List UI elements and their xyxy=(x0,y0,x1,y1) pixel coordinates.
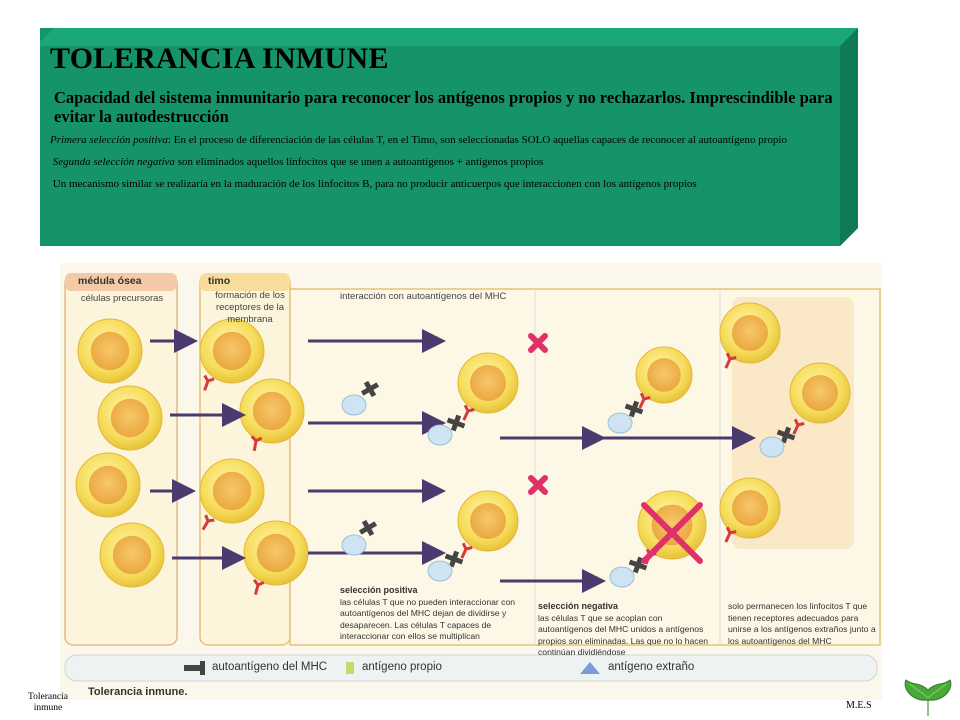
thymus-tab xyxy=(200,273,290,291)
thymus-label: timo xyxy=(208,275,231,287)
bone-marrow-tab xyxy=(65,273,177,291)
negative-selection-label: Segunda selección negativa xyxy=(52,156,175,168)
cross-icon xyxy=(528,333,548,353)
lymphocyte-cell xyxy=(239,378,305,444)
footer-right: M.E.S xyxy=(846,700,872,711)
negative-selection-text: son eliminados aquellos linfocitos que s… xyxy=(174,156,544,168)
mhc-icon xyxy=(444,550,464,568)
presenting-cell xyxy=(759,436,785,458)
paragraph-negative-selection: Segunda selección negativa son eliminado… xyxy=(50,154,840,170)
legend-self: antígeno propio xyxy=(362,661,442,673)
lymphocyte-cell xyxy=(457,352,519,414)
interaction-label: interacción con autoantígenos del MHC xyxy=(340,291,507,302)
lymphocyte-cell xyxy=(637,490,707,560)
mhc-icon xyxy=(360,380,380,398)
positive-selection-caption-title: selección positiva xyxy=(340,585,418,595)
presenting-cell xyxy=(607,412,633,434)
receptor-icon xyxy=(638,392,651,409)
slide-lead: Capacidad del sistema inmunitario para r… xyxy=(54,88,833,126)
final-caption: solo permanecen los linfocitos T que tie… xyxy=(728,601,876,646)
legend-mhc-symbol xyxy=(184,665,202,671)
b-cells-text: Un mecanismo similar se realizaría en la… xyxy=(52,178,697,190)
title-card-shape xyxy=(40,28,858,246)
figure-drawing xyxy=(64,273,881,682)
positive-selection-label: Primera selección positiva xyxy=(50,134,168,146)
mhc-icon xyxy=(358,519,378,537)
precursor-label: células precursoras xyxy=(80,293,164,304)
lymphocyte-cell xyxy=(77,318,143,384)
lymphocyte-cell xyxy=(457,490,519,552)
receptor-icon xyxy=(724,526,737,543)
title-card: TOLERANCIA INMUNE Capacidad del sistema … xyxy=(40,28,858,246)
lymphocyte-cell xyxy=(243,520,309,586)
presenting-cell xyxy=(609,566,635,588)
receptor-icon xyxy=(201,514,215,531)
positive-selection-caption: selección positiva las células T que no … xyxy=(340,585,530,643)
receptor-formation-label: formación de los receptores de la membra… xyxy=(215,290,285,325)
paragraph-b-cells: Un mecanismo similar se realizaría en la… xyxy=(50,176,840,192)
receptor-icon xyxy=(462,404,475,421)
legend-foreign-symbol xyxy=(580,662,600,674)
figure-caption: Tolerancia inmune. xyxy=(88,686,188,698)
negative-selection-caption-title: selección negativa xyxy=(538,601,619,611)
tolerance-figure: médula ósea células precursoras timo for… xyxy=(60,263,882,700)
bone-marrow-label: médula ósea xyxy=(78,275,142,287)
lymphocyte-cell xyxy=(635,346,693,404)
legend-mhc: autoantígeno del MHC xyxy=(212,661,328,673)
ginkgo-leaf-icon xyxy=(904,679,952,716)
mhc-icon xyxy=(776,426,796,444)
lymphocyte-cell xyxy=(97,385,163,451)
lymphocyte-cell xyxy=(199,458,265,524)
cross-icon xyxy=(528,475,548,495)
presenting-cell xyxy=(427,560,453,582)
receptor-icon xyxy=(252,578,265,596)
negative-selection-caption: selección negativa las células T que se … xyxy=(538,601,718,659)
lymphocyte-cell xyxy=(719,477,781,539)
footer-left: Tolerancia inmune xyxy=(28,692,68,713)
receptor-icon xyxy=(203,374,215,391)
presenting-cell xyxy=(427,424,453,446)
legend-foreign: antígeno extraño xyxy=(608,661,695,673)
legend-self-symbol xyxy=(346,662,354,674)
presenting-cell xyxy=(341,534,367,556)
mhc-icon xyxy=(628,556,648,574)
lymphocyte-cell xyxy=(789,362,851,424)
negative-selection-caption-text: las células T que se acoplan con autoant… xyxy=(538,612,709,658)
positive-selection-caption-text: las células T que no pueden interacciona… xyxy=(340,596,516,642)
lymphocyte-cell xyxy=(99,522,165,588)
mhc-icon xyxy=(624,400,644,418)
lymphocyte-cell xyxy=(75,452,141,518)
receptor-icon xyxy=(724,352,737,369)
cross-icon xyxy=(641,502,703,564)
receptor-icon xyxy=(792,418,805,435)
title-card-content: TOLERANCIA INMUNE Capacidad del sistema … xyxy=(50,42,840,198)
positive-selection-text: : En el proceso de diferenciación de las… xyxy=(167,134,787,146)
lymphocyte-cell xyxy=(199,318,265,384)
paragraph-positive-selection: Primera selección positiva: En el proces… xyxy=(50,132,840,148)
slide-title: TOLERANCIA INMUNE xyxy=(50,42,389,75)
presenting-cell xyxy=(341,394,367,416)
receptor-icon xyxy=(460,542,473,559)
receptor-icon xyxy=(250,435,263,452)
legend-band xyxy=(64,654,878,682)
lymphocyte-cell xyxy=(719,302,781,364)
mhc-icon xyxy=(446,414,466,432)
